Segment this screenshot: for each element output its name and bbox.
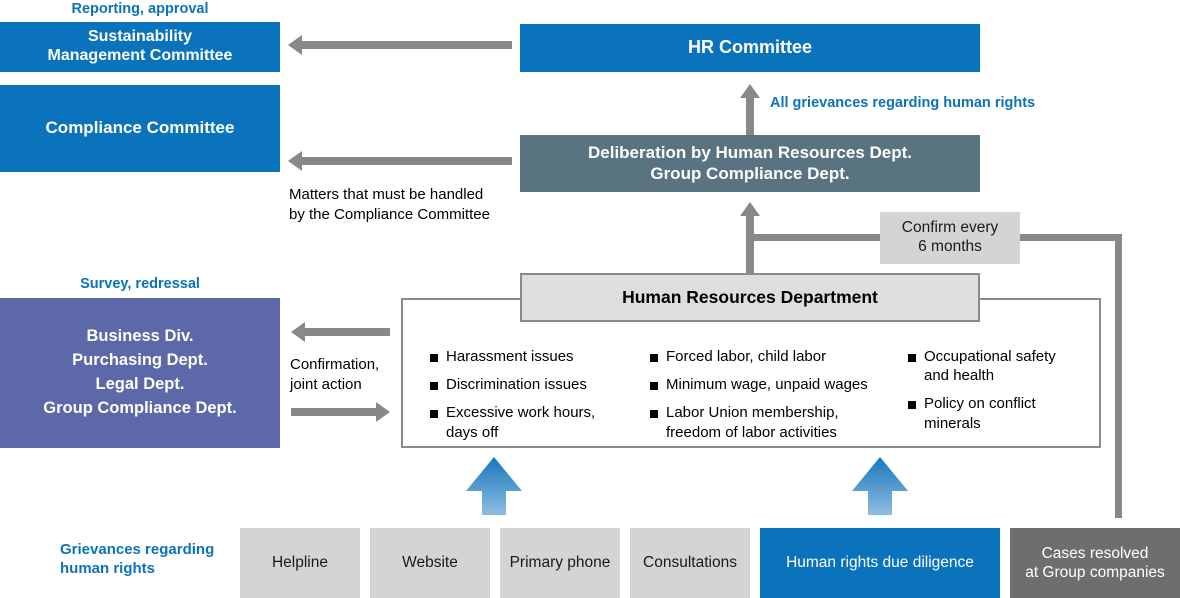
- arrow-hr-to-sustainability-line: [302, 41, 512, 49]
- arrow-joint-action-to-hr-line: [291, 408, 376, 416]
- label-matters-compliance-committee: Matters that must be handled by the Comp…: [289, 186, 490, 223]
- issue-item: Policy on conflict minerals: [908, 394, 1088, 432]
- box-sustainability-management-committee[interactable]: Sustainability Management Committee: [0, 22, 280, 72]
- box-deliberation[interactable]: Deliberation by Human Resources Dept. Gr…: [520, 135, 980, 192]
- issue-item: Discrimination issues: [430, 375, 630, 394]
- arrow-deliberation-to-hr-line: [746, 96, 754, 138]
- label-all-grievances: All grievances regarding human rights: [770, 95, 1036, 111]
- channel-box-primary-phone[interactable]: Primary phone: [500, 528, 620, 598]
- channel-box-consultations[interactable]: Consultations: [630, 528, 750, 598]
- blue-up-arrow-right: [852, 457, 908, 515]
- feedback-loop-vertical: [1115, 234, 1122, 518]
- box-hr-committee[interactable]: HR Committee: [520, 24, 980, 72]
- arrow-confirmation-to-depts-line: [305, 328, 390, 336]
- arrow-hr-to-sustainability-head: [288, 35, 302, 55]
- issue-column-3: Occupational safety and health Policy on…: [908, 347, 1088, 433]
- issue-item: Occupational safety and health: [908, 347, 1088, 385]
- issue-item: Harassment issues: [430, 347, 630, 366]
- box-confirm-every-6-months: Confirm every 6 months: [880, 212, 1020, 264]
- box-human-resources-department[interactable]: Human Resources Department: [520, 273, 980, 322]
- box-departments[interactable]: Business Div. Purchasing Dept. Legal Dep…: [0, 298, 280, 448]
- blue-up-arrow-left: [466, 457, 522, 515]
- arrow-confirmation-to-depts-head: [291, 322, 305, 342]
- issue-item: Excessive work hours, days off: [430, 403, 630, 441]
- arrow-deliberation-to-hr-head: [740, 84, 760, 98]
- channel-box-human-rights-due-diligence[interactable]: Human rights due diligence: [760, 528, 1000, 598]
- issue-item: Minimum wage, unpaid wages: [650, 375, 900, 394]
- arrow-joint-action-to-hr-head: [376, 402, 390, 422]
- arrow-deliberation-to-compliance-head: [288, 151, 302, 171]
- box-compliance-committee[interactable]: Compliance Committee: [0, 85, 280, 172]
- label-grievances-regarding-human-rights: Grievances regarding human rights: [60, 541, 215, 577]
- channel-box-website[interactable]: Website: [370, 528, 490, 598]
- issue-column-2: Forced labor, child labor Minimum wage, …: [650, 347, 900, 442]
- arrow-hrdept-to-deliberation-line: [746, 214, 754, 276]
- label-survey-redressal: Survey, redressal: [80, 276, 200, 292]
- issue-item: Labor Union membership, freedom of labor…: [650, 403, 900, 441]
- issue-item: Forced labor, child labor: [650, 347, 900, 366]
- arrow-hrdept-to-deliberation-head: [740, 202, 760, 216]
- label-confirmation-joint-action: Confirmation, joint action: [290, 356, 380, 393]
- issue-column-1: Harassment issues Discrimination issues …: [430, 347, 630, 442]
- channel-box-cases-resolved[interactable]: Cases resolved at Group companies: [1010, 528, 1180, 598]
- arrow-deliberation-to-compliance-line: [302, 157, 512, 165]
- label-reporting-approval: Reporting, approval: [71, 1, 209, 17]
- channel-box-helpline[interactable]: Helpline: [240, 528, 360, 598]
